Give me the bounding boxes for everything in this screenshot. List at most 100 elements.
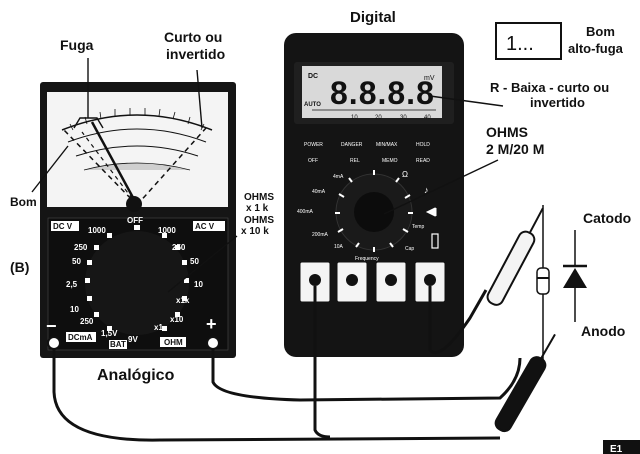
- red-lead-digital: [428, 286, 488, 354]
- x10-label: x10: [170, 315, 184, 324]
- lcd-digits: 8.8.8.8: [330, 75, 435, 111]
- left-50-label: 50: [72, 257, 81, 266]
- range-cap: Cap: [405, 246, 414, 252]
- dcma-label: DCmA: [68, 333, 93, 342]
- range-400ma: 400mA: [297, 209, 314, 215]
- left-250b-label: 250: [80, 317, 94, 326]
- corner-tag: E1: [610, 444, 623, 454]
- ohms-x10k-b: x 10 k: [241, 226, 269, 237]
- upper-probe-body: [486, 230, 536, 306]
- upper-probe: [486, 207, 544, 306]
- jack-1[interactable]: [309, 274, 321, 286]
- range-40ma: 40mA: [312, 189, 326, 195]
- analogico-label: Analógico: [97, 367, 175, 384]
- ohm-label: OHM: [164, 338, 183, 347]
- test-leads: [52, 286, 522, 442]
- btn-read[interactable]: READ: [416, 158, 430, 164]
- left-2-5-label: 2,5: [66, 280, 78, 289]
- analog-needle: [90, 121, 139, 206]
- lcd-scale-40: 40: [424, 115, 431, 121]
- sound-icon: ♪: [424, 185, 429, 195]
- schematic-diode-triangle: [563, 268, 587, 288]
- scale-arc-outer: [61, 114, 213, 131]
- off-label: OFF: [127, 216, 143, 225]
- needle-pivot: [126, 196, 142, 212]
- lcd-screen: [302, 66, 442, 118]
- bom-left-label: Bom: [10, 195, 37, 209]
- bom-pointer: [31, 145, 69, 193]
- jack-3[interactable]: [385, 274, 397, 286]
- btn-power[interactable]: POWER: [304, 142, 323, 148]
- lcd-scale-20: 20: [375, 115, 382, 121]
- range-4ma: 4mA: [333, 174, 344, 180]
- scale-arc-inner: [75, 145, 199, 157]
- diode-symbol-icon: [425, 207, 437, 217]
- digital-multimeter: DC AUTO 8.8.8.8 mV 10 20 30 40 POWER DAN…: [284, 33, 464, 357]
- positive-jack[interactable]: [206, 336, 220, 350]
- ohms-x1k-b: x 1 k: [246, 203, 269, 214]
- bom-right-label-1: Bom: [586, 24, 615, 39]
- x1k-label: x1k: [176, 296, 190, 305]
- bom-right-label-2: alto-fuga: [568, 41, 624, 56]
- right-50-label: 50: [190, 257, 199, 266]
- dcma-box: [66, 332, 96, 342]
- scale-ticks: [69, 108, 205, 131]
- display-reading-box: [495, 22, 562, 60]
- negative-jack[interactable]: [47, 336, 61, 350]
- dcv-box: [51, 221, 79, 231]
- dial-knob[interactable]: [354, 192, 394, 232]
- digital-title: Digital: [350, 9, 396, 26]
- diode-component: [536, 267, 550, 295]
- catodo-label: Catodo: [583, 210, 631, 226]
- scale-band: [83, 162, 191, 171]
- r-baixa-pointer: [429, 95, 504, 107]
- nine-v-label: 9V: [128, 335, 138, 344]
- ohms-2m-label-1: OHMS: [486, 124, 528, 140]
- digital-jacks: [299, 261, 446, 303]
- btn-danger[interactable]: DANGER: [341, 142, 363, 148]
- upper-probe-tip: [528, 207, 544, 234]
- jack-4[interactable]: [424, 274, 436, 286]
- lcd-scale-10: 10: [351, 115, 358, 121]
- acv-box: [193, 221, 225, 231]
- fuga-bracket: [73, 117, 104, 129]
- minus-sign: −: [46, 316, 57, 336]
- btn-minmax[interactable]: MIN/MAX: [376, 142, 398, 148]
- ohms-2m-label-2: 2 M/20 M: [486, 141, 544, 157]
- corner-tag-box: [603, 440, 640, 454]
- range-ohm: Ω: [402, 170, 408, 179]
- left-250-label: 250: [74, 243, 88, 252]
- lower-probe: [494, 333, 556, 433]
- ohms-x1k-a: OHMS: [244, 192, 274, 203]
- jack-2[interactable]: [346, 274, 358, 286]
- btn-memo[interactable]: MEMO: [382, 158, 398, 164]
- analog-multimeter: DC V AC V OFF 1000 1000 250 50 2,5 10 25…: [40, 82, 236, 358]
- analog-scale-window: [47, 92, 228, 207]
- lcd-dc: DC: [308, 73, 318, 80]
- bat-label: BAT: [110, 340, 126, 349]
- red-lead-analog: [211, 349, 522, 402]
- right-10-label: 10: [194, 280, 203, 289]
- curto-label-2: invertido: [166, 46, 225, 62]
- range-200ma: 200mA: [312, 232, 329, 238]
- btn-hold[interactable]: HOLD: [416, 142, 430, 148]
- v15-label: 1,5V: [101, 329, 118, 338]
- btn-rel[interactable]: REL: [350, 158, 360, 164]
- lcd-auto: AUTO: [304, 102, 321, 108]
- fuse-icon: [431, 233, 439, 249]
- x1-label: x1: [154, 323, 163, 332]
- acv-label: AC V: [195, 222, 215, 231]
- digital-dial-ticks: [335, 170, 413, 252]
- diode-schematic: [563, 230, 587, 322]
- scale-arc-middle: [67, 128, 207, 143]
- range-selector-dial[interactable]: [85, 231, 189, 335]
- plus-sign: +: [206, 314, 217, 334]
- btn-off[interactable]: OFF: [308, 158, 318, 164]
- r-baixa-label-1: R - Baixa - curto ou: [490, 80, 609, 95]
- black-lead-analog: [52, 349, 501, 442]
- lcd-mv: mV: [424, 75, 435, 82]
- ohms-x10k-a: OHMS: [244, 215, 274, 226]
- curto-pointer: [196, 69, 203, 129]
